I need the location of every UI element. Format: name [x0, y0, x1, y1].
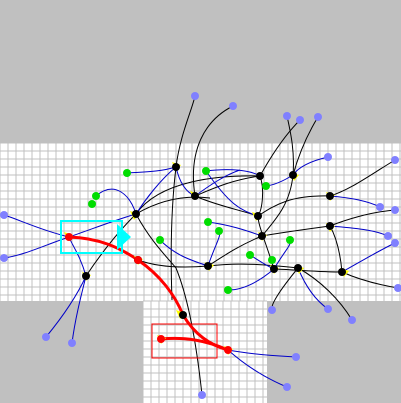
roadmap-node-blue	[296, 116, 304, 124]
edge	[207, 235, 263, 267]
edge	[159, 239, 209, 267]
roadmap-node-green	[204, 218, 212, 226]
roadmap-node-blue	[324, 305, 332, 313]
roadmap-node-blue	[0, 254, 8, 262]
roadmap-node-green	[215, 227, 223, 235]
roadmap-node-blue	[268, 306, 276, 314]
edge	[45, 275, 87, 338]
path-segment	[67, 235, 140, 262]
roadmap-node-green	[123, 169, 131, 177]
roadmap-node-black	[256, 172, 264, 180]
edge	[207, 263, 299, 269]
roadmap-node-green	[262, 182, 270, 190]
roadmap-node-black	[270, 265, 278, 273]
goal-box	[151, 323, 218, 359]
roadmap-node-black	[82, 272, 90, 280]
roadmap-node-black	[132, 210, 140, 218]
roadmap-node-red	[157, 335, 165, 343]
start-region	[60, 220, 131, 254]
roadmap-node-blue	[384, 232, 392, 240]
edge	[261, 174, 294, 237]
roadmap-node-blue	[391, 239, 399, 247]
roadmap-node-blue	[283, 112, 291, 120]
edge	[329, 209, 396, 227]
roadmap-node-blue	[0, 211, 8, 219]
free-space-grid	[0, 142, 401, 403]
roadmap-node-red	[224, 346, 232, 354]
roadmap-node-black	[179, 311, 187, 319]
edge	[227, 349, 297, 358]
solution-path	[67, 235, 230, 352]
edge	[292, 116, 319, 176]
roadmap-node-black	[172, 163, 180, 171]
roadmap-node-black	[258, 232, 266, 240]
roadmap-node-blue	[314, 113, 322, 121]
roadmap-node-blue	[42, 333, 50, 341]
edge	[194, 169, 241, 197]
roadmap-node-blue	[394, 284, 401, 292]
edge	[135, 166, 177, 215]
roadmap-node-green	[224, 286, 232, 294]
roadmap-node-blue	[68, 339, 76, 347]
roadmap-node-green	[88, 200, 96, 208]
roadmap-node-blue	[198, 391, 206, 399]
edge	[3, 236, 70, 259]
cyan-triangle-arrow-icon	[117, 224, 131, 250]
edge	[68, 213, 137, 238]
edge	[137, 259, 209, 268]
edge	[175, 95, 196, 168]
roadmap-node-blue	[283, 383, 291, 391]
edge	[257, 195, 331, 217]
roadmap-node-black	[204, 262, 212, 270]
roadmap-node-black	[254, 212, 262, 220]
roadmap-node-blue	[324, 153, 332, 161]
edge	[341, 271, 399, 289]
roadmap-node-red	[65, 233, 73, 241]
edge	[261, 225, 331, 237]
roadmap-node-green	[92, 192, 100, 200]
free-space-region	[143, 301, 267, 403]
edge	[135, 196, 211, 215]
path-segment	[159, 336, 230, 352]
roadmap-node-black	[294, 264, 302, 272]
roadmap-node-red	[134, 256, 142, 264]
roadmap-node-black	[326, 222, 334, 230]
roadmap-node-green	[202, 167, 210, 175]
roadmap-node-black	[191, 192, 199, 200]
roadmap-node-green	[286, 236, 294, 244]
roadmap-node-blue	[191, 92, 199, 100]
edge	[341, 242, 396, 273]
roadmap-nodes	[0, 92, 401, 399]
roadmap-node-green	[246, 251, 254, 259]
edge	[135, 213, 203, 396]
edge	[95, 188, 137, 215]
edge	[135, 175, 261, 215]
roadmap-node-green	[268, 256, 276, 264]
edge	[297, 267, 353, 321]
roadmap-node-black	[289, 171, 297, 179]
edge	[170, 166, 177, 301]
roadmap-node-blue	[348, 316, 356, 324]
edge	[227, 349, 288, 388]
roadmap-node-black	[338, 268, 346, 276]
roadmap-node-black	[326, 192, 334, 200]
edge	[71, 275, 87, 344]
roadmap-node-blue	[376, 203, 384, 211]
roadmap-node-blue	[391, 156, 399, 164]
path-segment	[136, 258, 185, 317]
edge	[207, 221, 263, 237]
edge	[194, 175, 261, 197]
roadmap-node-blue	[292, 353, 300, 361]
goal-region	[151, 323, 218, 359]
roadmap-node-blue	[229, 102, 237, 110]
roadmap-node-green	[156, 236, 164, 244]
edge	[329, 159, 396, 197]
roadmap-node-blue	[391, 206, 399, 214]
edge	[273, 268, 343, 273]
